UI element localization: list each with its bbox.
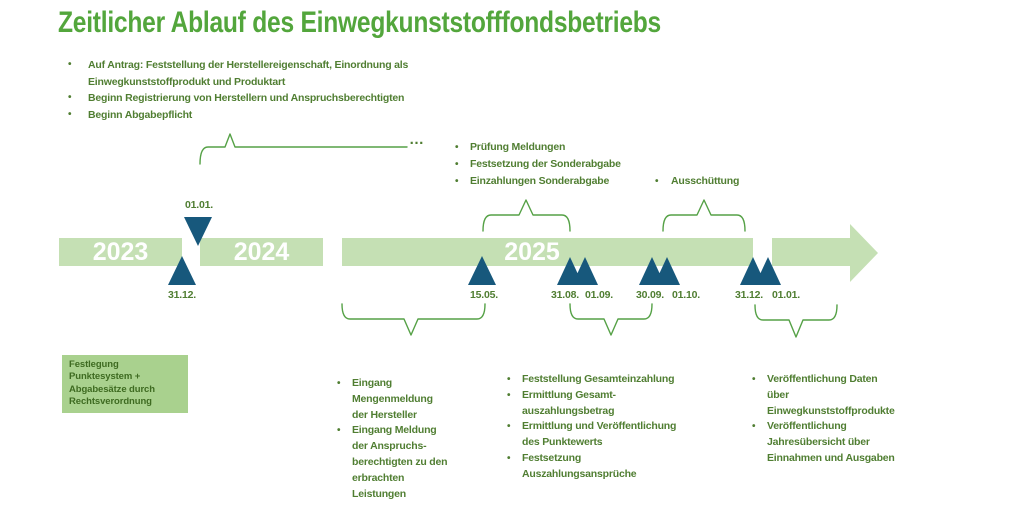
bullet-text: Feststellung Gesamteinzahlung — [522, 373, 675, 385]
page-title: Zeitlicher Ablauf des Einwegkunststofffo… — [58, 6, 661, 39]
bullet-text: Eingang Mengenmeldung der Hersteller — [352, 377, 433, 421]
marker-triangle-may15 — [468, 256, 496, 285]
marker-triangle-jan1-2026 — [755, 257, 781, 285]
timeline-arrow-body — [772, 238, 850, 266]
bullet-text: Festsetzung Auszahlungsansprüche — [522, 451, 637, 480]
bullet-item: Feststellung Gesamteinzahlung — [507, 372, 722, 388]
year-label: 2025 — [504, 238, 560, 266]
bullet-text: Festsetzung der Sonderabgabe — [470, 158, 621, 170]
date-label: 30.09. — [636, 289, 664, 301]
bullet-text: Prüfung Meldungen — [470, 141, 566, 153]
bullet-item: Festsetzung der Sonderabgabe — [455, 156, 685, 173]
date-label: 31.12. — [735, 289, 763, 301]
bullet-item: Auf Antrag: Feststellung der Herstellere… — [68, 57, 498, 90]
marker-triangle-dec31-2023 — [168, 256, 196, 285]
reporting-brace — [341, 303, 486, 336]
bottom-column-publication: Veröffentlichung Daten über Einwegkunsts… — [752, 372, 942, 467]
bullet-item: Prüfung Meldungen — [455, 139, 685, 156]
payout-bullet-item: Ausschüttung — [655, 173, 739, 190]
publication-brace — [754, 304, 838, 338]
assessment-brace — [569, 303, 653, 336]
bullet-item: Beginn Abgabepflicht — [68, 107, 498, 124]
continuation-ellipsis: … — [409, 131, 424, 148]
date-label: 31.08. — [551, 289, 579, 301]
bottom-column-reporting: Eingang Mengenmeldung der Hersteller Ein… — [337, 376, 477, 502]
bullet-item: Veröffentlichung Jahresübersicht über Ei… — [752, 419, 942, 466]
mid-bullet-list: Prüfung Meldungen Festsetzung der Sonder… — [455, 139, 685, 190]
bullet-item: Einzahlungen Sonderabgabe — [455, 173, 685, 190]
top-bullet-list: Auf Antrag: Feststellung der Herstellere… — [68, 57, 498, 123]
payout-brace — [662, 199, 746, 232]
date-label: 01.01. — [185, 199, 213, 211]
date-label: 01.01. — [772, 289, 800, 301]
bullet-text: Veröffentlichung Jahresübersicht über Ei… — [767, 420, 895, 464]
marker-triangle-down-jan1-2024 — [184, 217, 212, 246]
date-label: 31.12. — [168, 289, 196, 301]
timeline-bar-2024: 2024 — [200, 238, 323, 266]
bullet-text: Beginn Abgabepflicht — [88, 108, 193, 121]
bullet-item: Festsetzung Auszahlungsansprüche — [507, 451, 722, 483]
timeline-arrow-head — [850, 224, 878, 282]
bottom-column-assessment: Feststellung Gesamteinzahlung Ermittlung… — [507, 372, 722, 483]
bullet-text: Beginn Registrierung von Herstellern und… — [88, 92, 405, 104]
bullet-text: Eingang Meldung der Anspruchs- berechtig… — [352, 424, 448, 500]
year-label: 2024 — [233, 238, 290, 266]
date-label: 01.09. — [585, 289, 613, 301]
bullet-item: Eingang Mengenmeldung der Hersteller — [337, 376, 477, 423]
bullet-item: Ermittlung und Veröffentlichung des Punk… — [507, 419, 722, 451]
marker-triangle-oct1 — [654, 257, 680, 285]
bullet-item: Beginn Registrierung von Herstellern und… — [68, 90, 498, 107]
marker-triangle-sep1 — [572, 257, 598, 285]
bullet-text: Ermittlung und Veröffentlichung des Punk… — [522, 420, 677, 449]
bullet-text: Veröffentlichung Daten über Einwegkunsts… — [767, 373, 895, 417]
timeline-bar-2023: 2023 — [59, 238, 182, 266]
date-label: 15.05. — [470, 289, 498, 301]
legal-ordinance-box: Festlegung Punktesystem + Abgabesätze du… — [62, 355, 188, 414]
year-label: 2023 — [92, 238, 149, 266]
bullet-item: Ermittlung Gesamt- auszahlungsbetrag — [507, 388, 722, 420]
bullet-text: Auf Antrag: Feststellung der Herstellere… — [88, 59, 409, 88]
date-label: 01.10. — [672, 289, 700, 301]
bullet-item: Eingang Meldung der Anspruchs- berechtig… — [337, 423, 477, 502]
bullet-text: Ermittlung Gesamt- auszahlungsbetrag — [522, 388, 616, 417]
bullet-text: Einzahlungen Sonderabgabe — [470, 175, 610, 187]
bullet-item: Veröffentlichung Daten über Einwegkunsts… — [752, 372, 942, 419]
timespan-brace — [199, 133, 408, 165]
timeline-bar-2025: 2025 — [342, 238, 753, 266]
bullet-text: Ausschüttung — [671, 175, 740, 187]
deposit-brace — [482, 199, 571, 232]
